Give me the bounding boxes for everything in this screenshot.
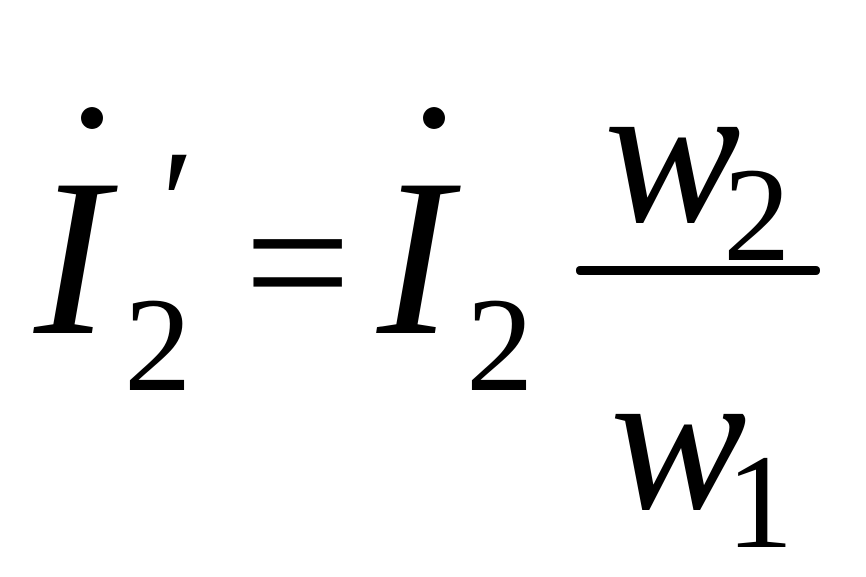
lhs-dot-accent: [81, 107, 103, 129]
fraction-bar: [576, 266, 820, 275]
denominator-subscript: 1: [726, 428, 794, 577]
numerator-subscript: 2: [723, 141, 791, 290]
lhs-current-symbol: I: [34, 132, 109, 382]
lhs-prime-mark: ′: [152, 120, 185, 286]
numerator-symbol: w: [604, 39, 741, 266]
lhs-subscript: 2: [124, 271, 192, 420]
denominator-symbol: w: [610, 326, 747, 553]
rhs-current-symbol: I: [377, 132, 452, 382]
rhs-dot-accent: [423, 107, 445, 129]
equals-sign: =: [244, 158, 352, 368]
rhs-subscript: 2: [466, 271, 534, 420]
